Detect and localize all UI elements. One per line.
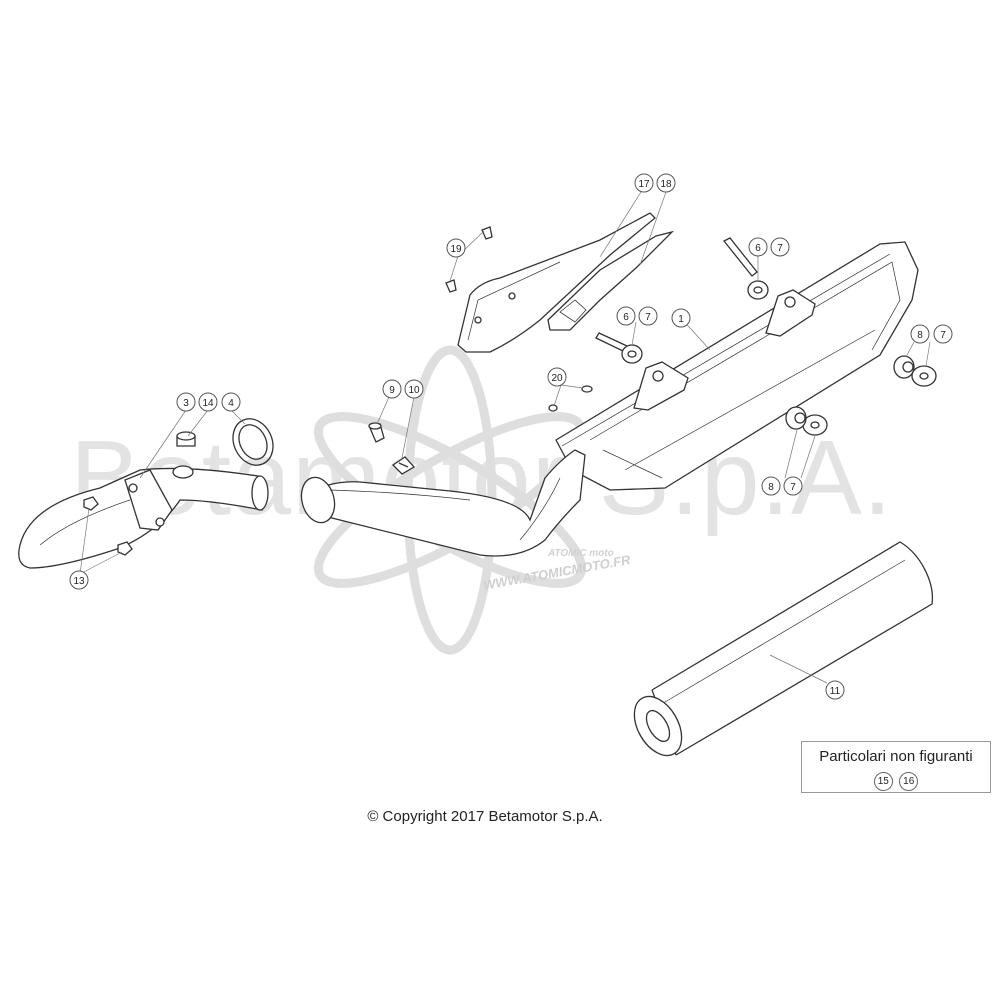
callout-7-circle-mid	[638, 306, 658, 326]
callout-9-circle	[382, 379, 402, 399]
callout-8-circle-low	[761, 476, 781, 496]
callout-18: 18	[660, 179, 672, 190]
watermark-logo-text: ATOMIC moto	[547, 548, 614, 559]
callout-17: 17	[638, 179, 650, 190]
copyright-text: © Copyright 2017 Betamotor S.p.A.	[367, 808, 603, 825]
part-18-heat-guard-plate	[547, 230, 675, 331]
callout-3: 3	[183, 398, 189, 409]
callout-20-circle	[547, 367, 567, 387]
callout-7-circle-top	[770, 237, 790, 257]
callout-7-right: 7	[940, 330, 946, 341]
callout-18-circle	[656, 173, 676, 193]
legend-number-15: 15	[873, 772, 893, 791]
part-13-nuts	[83, 496, 133, 556]
callout-7-low: 7	[790, 482, 796, 493]
callout-8-low: 8	[768, 482, 774, 493]
callout-14-circle	[198, 392, 218, 412]
callout-4: 4	[228, 398, 234, 409]
part-front-pipe	[18, 465, 269, 569]
legend-numbers: 15 16	[802, 771, 990, 791]
callout-7-circle-low	[783, 476, 803, 496]
callout-19-circle	[446, 238, 466, 258]
part-19-screws	[445, 226, 493, 293]
callout-19: 19	[450, 244, 462, 255]
part-7-washers	[621, 280, 937, 436]
legend-box: Particolari non figuranti 15 16	[801, 741, 991, 793]
callout-20: 20	[551, 373, 563, 384]
callout-13-circle	[69, 570, 89, 590]
callout-6-mid: 6	[623, 312, 629, 323]
callout-6-circle-mid	[616, 306, 636, 326]
callout-17-circle	[634, 173, 654, 193]
part-14-plug	[176, 431, 196, 447]
callout-8-circle-right	[910, 324, 930, 344]
callout-10-circle	[404, 379, 424, 399]
callout-7-mid: 7	[645, 312, 651, 323]
part-exhaust-pipe	[300, 449, 586, 557]
callout-6-circle-top	[748, 237, 768, 257]
callout-3-circle	[176, 392, 196, 412]
callout-8-right: 8	[917, 330, 923, 341]
callout-10: 10	[408, 385, 420, 396]
part-20-washer	[548, 385, 593, 412]
part-1-muffler	[555, 241, 919, 491]
callout-7-top: 7	[777, 243, 783, 254]
callout-11-circle	[825, 680, 845, 700]
part-4-gasket	[232, 418, 274, 466]
part-6-bolts	[595, 237, 758, 353]
callout-1: 1	[678, 314, 684, 325]
legend-number-16: 16	[899, 772, 919, 791]
callout-14: 14	[202, 398, 214, 409]
callout-4-circle	[221, 392, 241, 412]
part-8-rubber-bushings	[785, 355, 915, 430]
part-11-sleeve	[633, 541, 934, 757]
part-10-clip	[391, 456, 416, 475]
callout-7-circle-right	[933, 324, 953, 344]
legend-title: Particolari non figuranti	[819, 748, 973, 765]
callout-11: 11	[830, 686, 841, 697]
callout-1-circle	[671, 308, 691, 328]
callout-9: 9	[389, 385, 395, 396]
callout-6-top: 6	[755, 243, 761, 254]
callout-13: 13	[73, 576, 85, 587]
part-9-screw	[368, 422, 385, 443]
